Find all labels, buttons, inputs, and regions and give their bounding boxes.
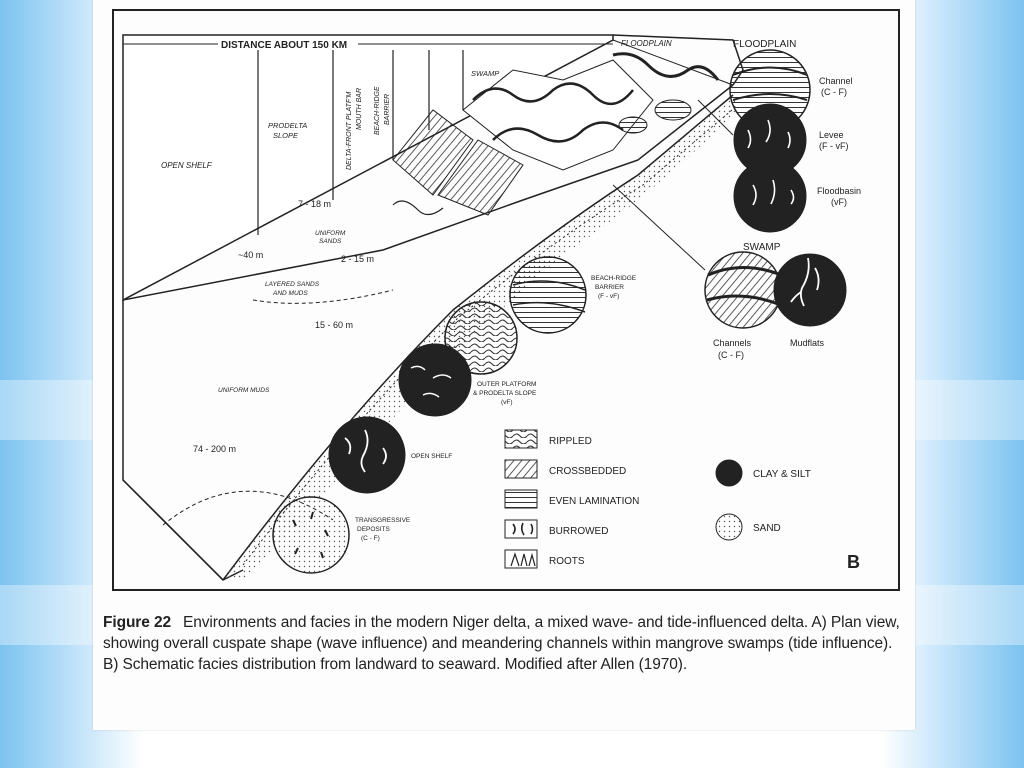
outer-platform-label: OUTER PLATFORM xyxy=(477,381,536,388)
channel-label: Channel xyxy=(819,76,853,86)
floodbasin-roots xyxy=(752,179,795,206)
facies-swamp: SWAMP Channels (C - F) Mudflats xyxy=(612,184,847,360)
transgressive-label: DEPOSITS xyxy=(357,526,391,533)
floodbasin-label: Floodbasin xyxy=(817,186,861,196)
zone-beach-ridge-2: BARRIER xyxy=(384,94,391,125)
zone-delta-front-2: MOUTH BAR xyxy=(356,88,363,130)
legend-roots: ROOTS xyxy=(549,556,585,567)
outer-platform-circle-lower xyxy=(398,343,472,417)
rippled-swatch xyxy=(504,429,538,449)
beach-ridge-label: BEACH-RIDGE xyxy=(591,275,637,282)
legend-burrowed: BURROWED xyxy=(549,526,608,537)
open-shelf-label: OPEN SHELF xyxy=(411,453,452,460)
depth-label: ~40 m xyxy=(238,250,263,260)
floodbasin-circle xyxy=(733,159,807,233)
open-shelf-burrows xyxy=(344,429,387,473)
leader-line xyxy=(697,99,734,136)
figure-label: Figure 22 xyxy=(103,614,172,631)
deposit-label: LAYERED SANDS xyxy=(265,281,320,288)
channel-crossbeds xyxy=(732,66,808,101)
zone-beach-ridge-1: BEACH-RIDGE xyxy=(374,86,381,135)
beach-ridge-beds xyxy=(512,280,586,313)
crossbedded-swatch xyxy=(504,459,538,479)
outer-platform-ripples xyxy=(410,365,452,398)
floodbasin-grain: (vF) xyxy=(831,197,847,207)
legend-crossbedded: CROSSBEDDED xyxy=(549,466,626,477)
distance-label: DISTANCE ABOUT 150 KM xyxy=(221,40,347,51)
niger-delta-diagram: DISTANCE ABOUT 150 KM OPEN SHELF PRODELT… xyxy=(112,9,900,591)
depth-label: 7 - 18 m xyxy=(298,199,331,209)
zone-delta-front-1: DELTA-FRONT PLATF'M xyxy=(346,91,353,170)
panel-letter: B xyxy=(847,552,860,572)
legend-rippled: RIPPLED xyxy=(549,436,592,447)
beach-ridge-label: (F - vF) xyxy=(598,293,619,300)
swamp-crossbeds xyxy=(706,266,782,307)
legend-sand: SAND xyxy=(753,523,781,534)
surface-features xyxy=(162,52,720,526)
levee-label: Levee xyxy=(819,130,844,140)
figure-panel: DISTANCE ABOUT 150 KM OPEN SHELF PRODELT… xyxy=(93,0,915,730)
outer-platform-label: (vF) xyxy=(501,399,513,406)
deposit-label: AND MUDS xyxy=(272,290,308,297)
facies-title: SWAMP xyxy=(743,242,781,253)
clay-silt-swatch xyxy=(715,459,743,487)
legend: RIPPLED CROSSBEDDED EVEN LAMINATION BURR… xyxy=(504,429,811,569)
swamp-channels-circle xyxy=(704,251,782,329)
mudflats-label: Mudflats xyxy=(790,338,825,348)
deposit-label: UNIFORM xyxy=(315,230,346,237)
transgressive-label: TRANSGRESSIVE xyxy=(355,517,411,524)
diagram-frame xyxy=(112,9,900,591)
mudflats-roots xyxy=(790,257,820,307)
channel-grain: (C - F) xyxy=(821,87,847,97)
depth-label: 74 - 200 m xyxy=(193,444,236,454)
zone-prodelta-slope-1: PRODELTA xyxy=(268,121,307,130)
open-shelf-circle xyxy=(328,416,406,494)
transgressive-label: (C - F) xyxy=(361,535,380,542)
levee-roots xyxy=(747,119,791,149)
levee-grain: (F - vF) xyxy=(819,141,849,151)
transgressive-circle xyxy=(272,496,350,574)
caption-text: Environments and facies in the modern Ni… xyxy=(103,614,900,673)
deposit-label: SANDS xyxy=(319,238,342,245)
zone-open-shelf: OPEN SHELF xyxy=(161,161,213,170)
mudflats-circle xyxy=(773,253,847,327)
even-lamination-swatch xyxy=(504,489,538,509)
facies-floodplain: FLOODPLAIN Channel (C - F) Levee (F - vF… xyxy=(612,39,861,233)
leader-line xyxy=(612,39,734,86)
roots-swatch xyxy=(504,549,538,569)
zone-floodplain: FLOODPLAIN xyxy=(621,39,672,48)
deposit-label: UNIFORM MUDS xyxy=(218,387,270,394)
sand-swatch xyxy=(715,513,743,541)
outer-platform-circle-upper xyxy=(444,301,518,375)
channels-grain: (C - F) xyxy=(718,350,744,360)
zone-swamp: SWAMP xyxy=(471,69,499,78)
legend-even-lamination: EVEN LAMINATION xyxy=(549,496,639,507)
facies-seaward: BEACH-RIDGE BARRIER (F - vF) OUTER PLATF… xyxy=(272,256,637,574)
depth-label: 15 - 60 m xyxy=(315,320,353,330)
facies-title: FLOODPLAIN xyxy=(733,39,796,50)
outer-platform-label: & PRODELTA SLOPE xyxy=(473,390,537,397)
roots-icon xyxy=(510,552,536,567)
zone-prodelta-slope-2: SLOPE xyxy=(273,131,299,140)
transgressive-burrows xyxy=(292,511,329,559)
legend-clay-silt: CLAY & SILT xyxy=(753,469,811,480)
burrow-icon xyxy=(512,522,534,536)
leader-line xyxy=(612,184,706,271)
beach-ridge-label: BARRIER xyxy=(595,284,624,291)
beach-ridge-circle xyxy=(509,256,587,334)
depth-label: 2 - 15 m xyxy=(341,254,374,264)
channels-label: Channels xyxy=(713,338,752,348)
